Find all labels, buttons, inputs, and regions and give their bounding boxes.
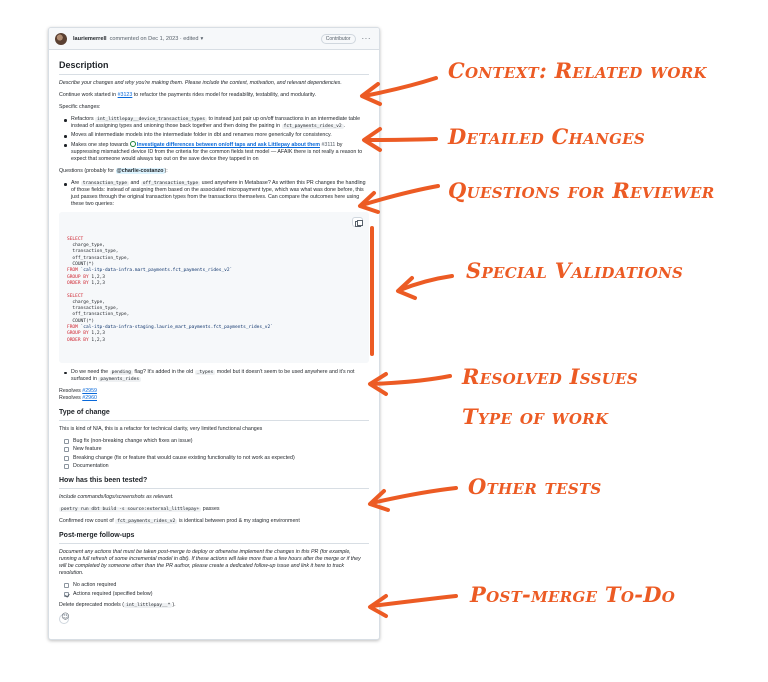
arrowhead-changes <box>362 127 382 152</box>
code-line: SELECT <box>67 293 84 299</box>
questions-label: Questions (probably for @charlie-costanz… <box>59 168 168 174</box>
description-prompt: Describe your changes and why you're mak… <box>59 80 342 86</box>
tested-heading: How has this been tested? <box>59 476 369 490</box>
arrow-questions <box>360 184 440 207</box>
delete-models-line: Delete deprecated models (int_littlepay_… <box>59 601 176 608</box>
checkbox[interactable] <box>64 583 69 589</box>
issue-link-3123[interactable]: #3123 <box>117 92 133 98</box>
checkbox[interactable] <box>64 464 69 470</box>
annotation-validations: Special Validations <box>466 258 684 283</box>
type-options: Bug fix (non-breaking change which fixes… <box>59 438 369 471</box>
contributor-badge: Contributor <box>320 33 356 44</box>
arrowhead-context <box>360 82 382 106</box>
task-item: No action required <box>64 582 369 589</box>
pr-comment-card: lauriemerrell commented on Dec 1, 2023 ·… <box>48 27 380 640</box>
arrowhead-postmerge <box>368 594 388 618</box>
list-item: Are transaction_type and off_transaction… <box>59 180 369 208</box>
task-item: Documentation <box>64 463 369 470</box>
arrow-postmerge <box>370 594 458 608</box>
issue-link-2959[interactable]: #2959 <box>82 387 97 394</box>
copy-icon[interactable] <box>352 217 363 227</box>
arrow-tests <box>370 486 458 505</box>
code-line: off_transaction_type, <box>67 312 130 318</box>
annotation-resolved: Resolved Issues <box>462 364 638 389</box>
arrowhead-tests <box>368 489 390 512</box>
code-line: charge_type, <box>67 243 105 249</box>
followup-heading: Post-merge follow-ups <box>59 531 369 545</box>
comment-body: Description Describe your changes and wh… <box>49 50 379 624</box>
tested-rowcount: Confirmed row count of fct_payments_ride… <box>59 518 300 525</box>
list-item: Refactors int_littlepay__device_transact… <box>59 116 369 130</box>
arrowhead-resolved <box>368 372 388 396</box>
tested-prompt: Include commands/logs/screenshots as rel… <box>59 494 174 501</box>
task-item: Breaking change (fix or feature that wou… <box>64 455 369 462</box>
code-line: SELECT <box>67 236 84 242</box>
issue-link-3111[interactable]: Investigate differences between on/off t… <box>136 142 320 148</box>
arrow-changes <box>364 137 438 142</box>
checkbox[interactable] <box>64 455 69 461</box>
annotation-changes: Detailed Changes <box>448 124 646 149</box>
checkbox[interactable] <box>64 447 69 453</box>
continue-paragraph: Continue work started in #3123 to refact… <box>59 92 317 98</box>
list-item: Do we need the pending flag? It's added … <box>59 369 369 383</box>
comment-meta[interactable]: commented on Dec 1, 2023 · edited <box>109 35 199 42</box>
comment-header: lauriemerrell commented on Dec 1, 2023 ·… <box>49 28 379 50</box>
specific-changes-label: Specific changes: <box>59 104 101 110</box>
resolves-block: Resolves #2959 Resolves #2960 <box>59 388 369 402</box>
code-line: FROM `cal-itp-data-infra-staging.laurie_… <box>67 325 273 331</box>
annotation-postmerge: Post-merge To-Do <box>470 582 676 607</box>
questions-list-2: Do we need the pending flag? It's added … <box>59 369 369 383</box>
questions-list: Are transaction_type and off_transaction… <box>59 180 369 208</box>
task-item: New feature <box>64 446 369 453</box>
resolves-line: Resolves #2959 <box>59 387 97 394</box>
type-of-change-heading: Type of change <box>59 408 369 421</box>
code-line: transaction_type, <box>67 306 119 312</box>
task-item: Bug fix (non-breaking change which fixes… <box>64 438 369 445</box>
annotation-questions: Questions for Reviewer <box>448 178 715 203</box>
code-line: ORDER BY 1,2,3 <box>67 280 105 286</box>
annotation-context: Context: Related work <box>448 58 707 83</box>
annotation-tests: Other tests <box>468 474 602 499</box>
code-line: FROM `cal-itp-data-infra.mart_payments.f… <box>67 268 233 274</box>
tested-command: poetry run dbt build -s source:external_… <box>59 506 220 513</box>
followup-prompt: Document any actions that must be taken … <box>59 549 361 577</box>
list-item: Makes one step towards Investigate diffe… <box>59 141 369 163</box>
resolves-line: Resolves #2960 <box>59 394 97 401</box>
checkbox[interactable] <box>64 438 69 444</box>
annotation-type: Type of work <box>462 404 609 429</box>
code-lines: SELECT charge_type, transaction_type, of… <box>67 237 361 344</box>
code-line: COUNT(*) <box>67 318 95 324</box>
arrow-resolved <box>370 374 452 386</box>
arrow-validations <box>398 274 454 292</box>
arrowhead-validations <box>396 276 417 300</box>
issue-open-icon <box>129 141 136 147</box>
code-line: transaction_type, <box>67 249 119 255</box>
kebab-menu-icon[interactable]: ··· <box>361 33 371 43</box>
task-item: Actions required (specified below) <box>64 591 369 598</box>
user-mention[interactable]: @charlie-costanzo <box>115 168 165 174</box>
code-line: COUNT(*) <box>67 262 95 268</box>
author-name[interactable]: lauriemerrell <box>73 35 107 42</box>
code-line: charge_type, <box>67 299 105 305</box>
chevron-down-icon[interactable]: ▾ <box>200 35 204 42</box>
code-line: ORDER BY 1,2,3 <box>67 337 105 343</box>
code-line: GROUP BY 1,2,3 <box>67 274 105 280</box>
sql-code-block: SELECT charge_type, transaction_type, of… <box>59 212 369 363</box>
description-heading: Description <box>59 60 369 75</box>
arrowhead-questions <box>358 191 380 214</box>
issue-link-2960[interactable]: #2960 <box>82 394 97 401</box>
type-description: This is kind of N/A, this is a refactor … <box>59 425 263 432</box>
checkbox-checked[interactable] <box>64 591 69 597</box>
arrow-context <box>362 76 438 98</box>
changes-list: Refactors int_littlepay__device_transact… <box>59 116 369 163</box>
avatar[interactable] <box>55 32 67 45</box>
code-line: GROUP BY 1,2,3 <box>67 331 105 337</box>
followup-options: No action required Actions required (spe… <box>59 582 369 598</box>
list-item: Moves all intermediate models into the i… <box>59 132 369 139</box>
add-reaction-icon[interactable] <box>59 613 70 624</box>
code-line: off_transaction_type, <box>67 255 130 261</box>
